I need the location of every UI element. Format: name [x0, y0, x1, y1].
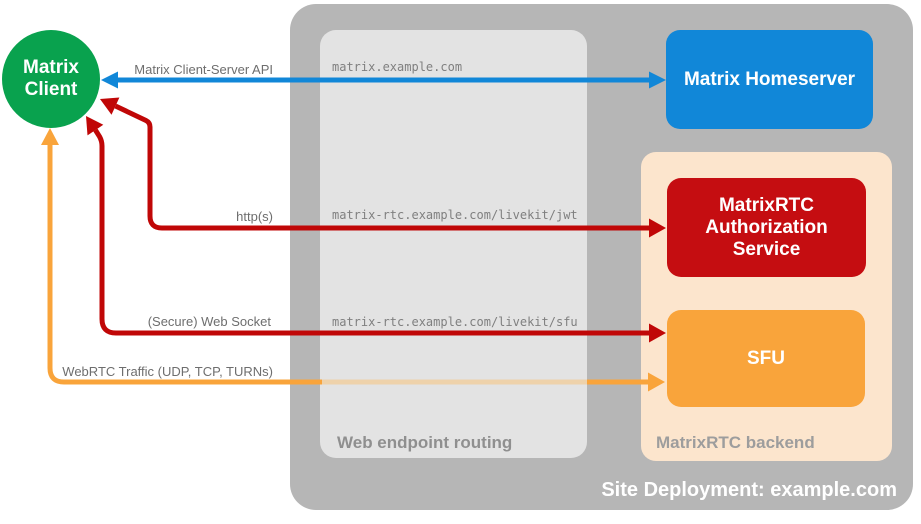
- endpoint-url-homeserver: matrix.example.com: [332, 60, 463, 74]
- site-deployment-label: Site Deployment: example.com: [601, 479, 897, 501]
- matrix-client-label: Matrix Client: [23, 57, 79, 100]
- matrixrtc-backend-label: MatrixRTC backend: [656, 433, 815, 452]
- matrixrtc-authorization-service-node: MatrixRTC Authorization Service: [667, 178, 866, 277]
- websocket-arrow-label: (Secure) Web Socket: [147, 314, 271, 329]
- webrtc-traffic-arrow-label: WebRTC Traffic (UDP, TCP, TURNs): [62, 364, 273, 379]
- web-endpoint-routing-label: Web endpoint routing: [337, 433, 513, 452]
- client-server-api-arrow-label: Matrix Client-Server API: [134, 62, 273, 77]
- web-endpoint-routing-panel: Web endpoint routing: [320, 30, 587, 458]
- endpoint-url-livekit-sfu: matrix-rtc.example.com/livekit/sfu: [332, 315, 578, 329]
- matrix-client-node: Matrix Client: [2, 30, 100, 128]
- matrix-homeserver-label: Matrix Homeserver: [683, 68, 856, 90]
- matrix-homeserver-node: Matrix Homeserver: [666, 30, 873, 129]
- https-arrow-label: http(s): [236, 209, 273, 224]
- sfu-node: SFU: [667, 310, 865, 407]
- endpoint-url-livekit-jwt: matrix-rtc.example.com/livekit/jwt: [332, 208, 578, 222]
- sfu-label: SFU: [747, 347, 785, 369]
- matrixrtc-authorization-service-label: MatrixRTC Authorization Service: [705, 194, 828, 260]
